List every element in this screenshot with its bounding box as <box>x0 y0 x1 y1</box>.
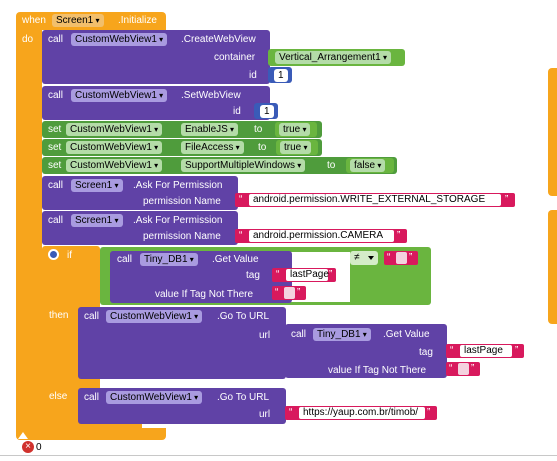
set-id-value[interactable]: 1 <box>260 105 274 118</box>
side-bubble-bottom[interactable] <box>548 210 557 324</box>
set-id-label: id <box>233 106 241 117</box>
error-icon[interactable]: × <box>22 441 34 453</box>
permission-name-label: permission Name <box>143 196 221 207</box>
setter-set-label: set <box>48 142 62 153</box>
container-label: container <box>214 52 256 63</box>
permission-call-label: call <box>48 180 64 191</box>
permission-call-label: call <box>48 215 64 226</box>
event-block-spine <box>16 30 42 432</box>
inner-method-label: .Get Value <box>383 329 430 340</box>
if-block-bottom <box>42 424 142 434</box>
compare-op-dropdown[interactable] <box>350 251 378 265</box>
gear-icon[interactable] <box>48 249 59 260</box>
permission-string-block[interactable]: “ android.permission.CAMERA ” <box>235 229 407 243</box>
container-dropdown[interactable]: Vertical_Arrangement1 <box>275 51 391 64</box>
do-label: do <box>22 34 34 45</box>
if-label: if <box>67 250 72 261</box>
permission-name-label: permission Name <box>143 231 221 242</box>
create-id-value[interactable]: 1 <box>274 69 288 82</box>
cond-default-string[interactable]: “ ” <box>272 286 306 300</box>
inner-component-dropdown[interactable]: Tiny_DB1 <box>313 328 371 341</box>
compare-op-label: ≠ <box>354 252 360 263</box>
set-webview-call-label: call <box>48 90 64 101</box>
cond-tag-value[interactable]: lastPage <box>286 269 329 281</box>
permission-method-label: .Ask For Permission <box>133 215 223 226</box>
setter-component-dropdown[interactable]: CustomWebView1 <box>66 141 163 154</box>
permission-component-dropdown[interactable]: Screen1 <box>71 214 123 227</box>
setter-value-dropdown[interactable]: true <box>279 123 311 136</box>
then-url-label: url <box>259 330 271 341</box>
footer-divider <box>0 455 557 456</box>
then-method-label: .Go To URL <box>217 311 270 322</box>
setter-property-dropdown[interactable]: SupportMultipleWindows <box>181 159 306 172</box>
set-webview-method-label: .SetWebView <box>181 90 241 101</box>
setter-component-dropdown[interactable]: CustomWebView1 <box>66 123 163 136</box>
permission-method-label: .Ask For Permission <box>133 180 223 191</box>
setter-to-label: to <box>327 160 336 171</box>
setter-component-dropdown[interactable]: CustomWebView1 <box>66 159 163 172</box>
permission-string-block[interactable]: “ android.permission.WRITE_EXTERNAL_STOR… <box>235 193 515 207</box>
setter-value-dropdown[interactable]: false <box>350 159 386 172</box>
inner-default-label: value If Tag Not There <box>328 365 427 376</box>
set-webview-component-dropdown[interactable]: CustomWebView1 <box>71 89 168 102</box>
setter-set-label: set <box>48 124 62 135</box>
else-label: else <box>49 391 68 402</box>
create-id-label: id <box>249 70 257 81</box>
inner-call-label: call <box>291 329 307 340</box>
setter-property-dropdown[interactable]: FileAccess <box>181 141 244 154</box>
cond-tag-label: tag <box>246 270 260 281</box>
else-url-label: url <box>259 409 271 420</box>
permission-string-value[interactable]: android.permission.CAMERA <box>249 230 394 242</box>
create-webview-call-label: call <box>48 34 64 45</box>
setter-set-label: set <box>48 160 62 171</box>
cond-component-dropdown[interactable]: Tiny_DB1 <box>140 253 198 266</box>
create-webview-method-label: .CreateWebView <box>181 34 256 45</box>
else-component-dropdown[interactable]: CustomWebView1 <box>106 391 203 404</box>
event-component-dropdown[interactable]: Screen1 <box>52 14 104 27</box>
else-method-label: .Go To URL <box>217 392 270 403</box>
permission-component-dropdown[interactable]: Screen1 <box>71 179 123 192</box>
error-count: 0 <box>36 442 42 453</box>
setter-property-dropdown[interactable]: EnableJS <box>181 123 239 136</box>
then-call-label: call <box>84 311 100 322</box>
create-webview-component-dropdown[interactable]: CustomWebView1 <box>71 33 168 46</box>
compare-empty-string[interactable]: “ ” <box>384 251 418 265</box>
inner-default-string[interactable]: “ ” <box>446 362 480 376</box>
side-bubble-top[interactable] <box>548 68 557 196</box>
then-component-dropdown[interactable]: CustomWebView1 <box>106 310 203 323</box>
inner-tag-string[interactable]: “ lastPage ” <box>446 344 524 358</box>
setter-to-label: to <box>258 142 267 153</box>
setter-to-label: to <box>254 124 263 135</box>
when-label: when <box>22 15 46 26</box>
then-label: then <box>49 310 69 321</box>
inner-tag-value[interactable]: lastPage <box>460 345 512 357</box>
cond-tag-string[interactable]: “ lastPage ” <box>272 268 336 282</box>
else-url-string[interactable]: “ https://yaup.com.br/timob/ ” <box>285 406 437 420</box>
setter-value-dropdown[interactable]: true <box>280 141 312 154</box>
chevron-down-icon <box>368 256 374 260</box>
else-call-label: call <box>84 392 100 403</box>
inner-tag-label: tag <box>419 347 433 358</box>
cond-method-label: .Get Value <box>212 254 259 265</box>
cond-call-label: call <box>117 254 133 265</box>
event-name-label: .Initialize <box>118 15 157 26</box>
cond-default-label: value If Tag Not There <box>155 289 254 300</box>
collapse-arrow-icon[interactable] <box>18 432 28 439</box>
else-url-value[interactable]: https://yaup.com.br/timob/ <box>299 407 425 419</box>
permission-string-value[interactable]: android.permission.WRITE_EXTERNAL_STORAG… <box>249 194 501 206</box>
